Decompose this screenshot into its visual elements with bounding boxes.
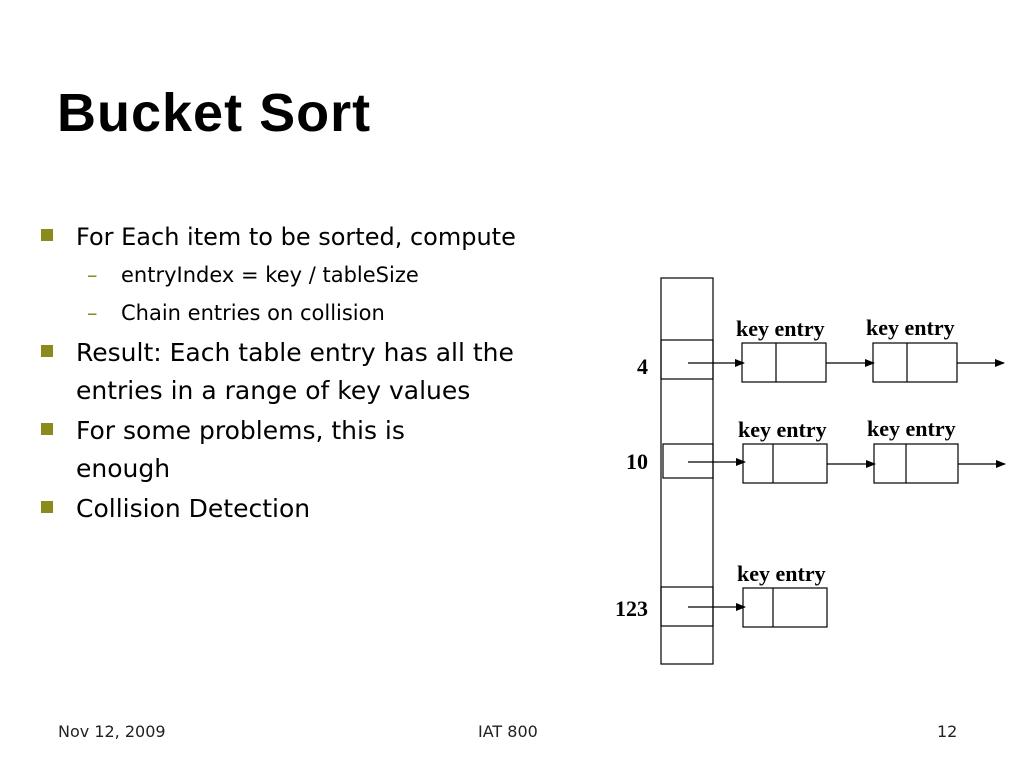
- slide-title: Bucket Sort: [57, 83, 372, 143]
- bullet-text: Collision Detection: [76, 494, 311, 523]
- dash-bullet-icon: –: [87, 263, 98, 287]
- square-bullet-icon: [41, 345, 53, 357]
- hash-table-column: [660, 277, 714, 665]
- bullet-item: For Each item to be sorted, compute: [40, 218, 570, 256]
- sub-bullet-item: – entryIndex = key / tableSize: [40, 256, 570, 294]
- node-label: key entry: [738, 417, 827, 442]
- square-bullet-icon: [41, 501, 53, 513]
- square-bullet-icon: [41, 229, 53, 241]
- bullet-list: For Each item to be sorted, compute – en…: [40, 218, 570, 528]
- node-label: key entry: [737, 561, 826, 586]
- table-slot: [662, 443, 714, 479]
- bullet-item: For some problems, this is enough: [40, 412, 496, 488]
- node-label: key entry: [736, 316, 825, 341]
- node-label: key entry: [867, 416, 956, 441]
- index-label: 10: [626, 449, 648, 474]
- bullet-text: For Each item to be sorted, compute: [76, 223, 516, 251]
- list-node: [742, 587, 828, 628]
- index-label: 123: [615, 596, 648, 621]
- bullet-item: Collision Detection: [40, 490, 570, 528]
- bullet-text: For some problems, this is enough: [76, 416, 405, 483]
- list-node: [741, 342, 827, 383]
- page-number: 12: [937, 722, 958, 741]
- dash-bullet-icon: –: [87, 301, 98, 325]
- list-node: [873, 443, 959, 484]
- footer-course: IAT 800: [478, 722, 538, 741]
- sub-bullet-item: – Chain entries on collision: [40, 294, 570, 332]
- bullet-text: Result: Each table entry has all the ent…: [76, 338, 514, 405]
- square-bullet-icon: [41, 423, 53, 435]
- index-label: 4: [637, 354, 648, 379]
- list-node: [872, 342, 958, 383]
- list-node: [742, 443, 828, 484]
- footer-date: Nov 12, 2009: [58, 722, 166, 741]
- sub-bullet-text: entryIndex = key / tableSize: [121, 263, 419, 287]
- sub-bullet-text: Chain entries on collision: [121, 301, 385, 325]
- table-slot: [660, 339, 714, 380]
- node-label: key entry: [866, 315, 955, 340]
- bullet-item: Result: Each table entry has all the ent…: [40, 334, 536, 410]
